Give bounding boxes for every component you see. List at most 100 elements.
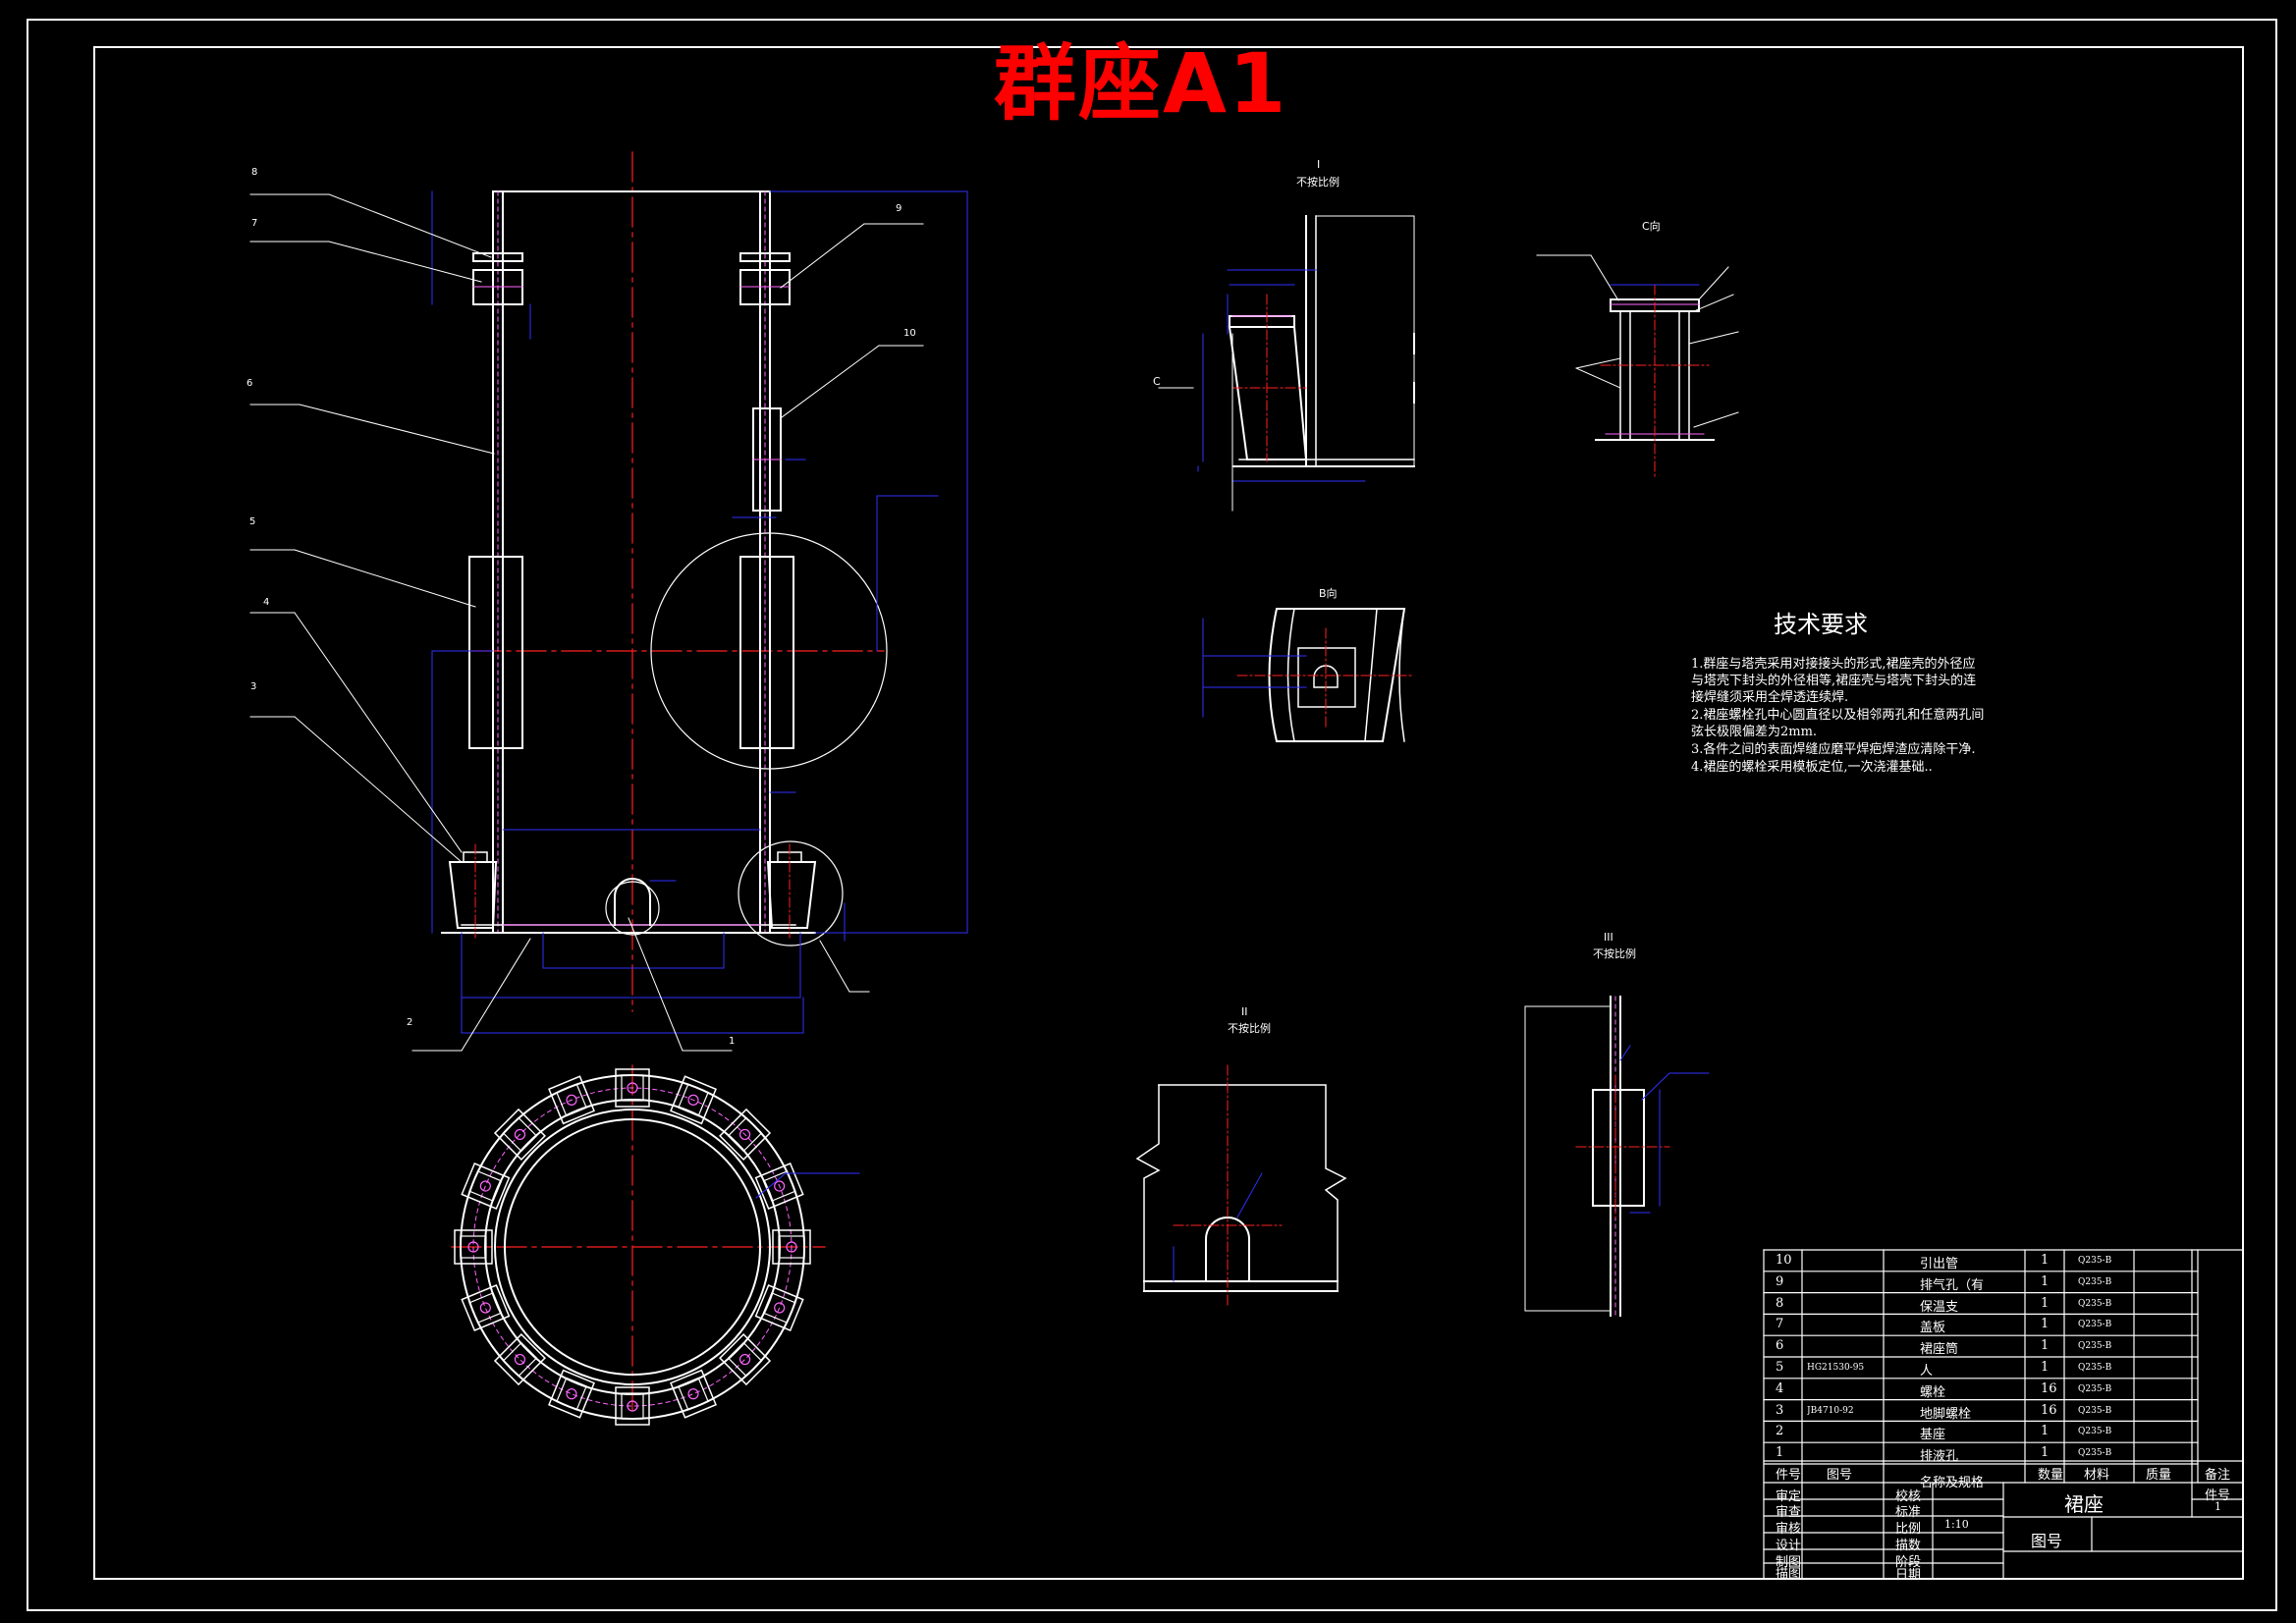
part-number-label: 5 xyxy=(249,516,256,527)
tech-requirements-heading: 技术要求 xyxy=(1774,611,1868,638)
bom-header-mat: 材料 xyxy=(2084,1468,2110,1483)
bom-cell-no: 2 xyxy=(1776,1424,1784,1439)
bom-cell-name: 保温支 xyxy=(1920,1299,1959,1315)
anchor-lug xyxy=(493,1108,546,1161)
title-field: 比例 xyxy=(1895,1522,1922,1537)
bom-cell-qty: 1 xyxy=(2041,1295,2050,1311)
anchor-lug xyxy=(754,1284,804,1331)
detail-iii-note: 不按比例 xyxy=(1593,947,1636,960)
anchor-lug xyxy=(719,1108,772,1161)
title-role: 描图 xyxy=(1776,1567,1802,1582)
tech-requirement-line: 3.各件之间的表面焊缝应磨平焊疤焊渣应清除干净. xyxy=(1691,742,1976,757)
detail-i-view xyxy=(1158,215,1415,512)
view-c-label: C向 xyxy=(1642,220,1661,233)
part-number-label: 4 xyxy=(263,597,270,608)
bom-cell-name: 裙座筒 xyxy=(1920,1342,1959,1358)
part-number-label: 1 xyxy=(729,1036,736,1047)
bom-cell-mat: Q235-B xyxy=(2078,1405,2112,1416)
bom-cell-no: 4 xyxy=(1776,1380,1784,1396)
detail-i-label: I xyxy=(1317,158,1321,171)
drawing-name: 裙座 xyxy=(2064,1492,2104,1516)
tech-requirement-line: 2.裙座螺栓孔中心圆直径以及相邻两孔和任意两孔间 xyxy=(1691,708,1985,723)
bom-header-code: 图号 xyxy=(1827,1468,1853,1483)
title-field: 描数 xyxy=(1895,1539,1922,1553)
part-number-label: 9 xyxy=(896,203,902,214)
bom-cell-mat: Q235-B xyxy=(2078,1256,2112,1266)
view-c xyxy=(1536,254,1739,477)
tech-requirement-line: 1.群座与塔壳采用对接接头的形式,裙座壳的外径应 xyxy=(1691,657,1976,672)
bom-cell-name: 地脚螺栓 xyxy=(1920,1406,1972,1422)
outer-frame xyxy=(27,19,2277,1611)
detail-i-note: 不按比例 xyxy=(1296,176,1339,189)
bom-cell-mat: Q235-B xyxy=(2078,1298,2112,1309)
anchor-lug xyxy=(548,1075,595,1125)
bom-cell-name: 引出管 xyxy=(1920,1257,1959,1271)
tech-requirement-line: 接焊缝须采用全焊透连续焊. xyxy=(1691,690,1849,705)
bom-header-mass: 质量 xyxy=(2146,1468,2172,1483)
anchor-lug xyxy=(454,1229,493,1265)
title-role: 设计 xyxy=(1776,1539,1802,1553)
part-number-label: 6 xyxy=(246,378,253,389)
anchor-lug xyxy=(548,1369,595,1419)
anchor-lug xyxy=(772,1229,811,1265)
bom-table-grid xyxy=(1763,1249,2244,1580)
tech-requirement-line: 弦长极限偏差为2mm. xyxy=(1691,725,1818,739)
detail-ii-view xyxy=(1135,1064,1347,1307)
bom-cell-mat: Q235-B xyxy=(2078,1320,2112,1330)
anchor-lug xyxy=(493,1333,546,1386)
title-field: 校核 xyxy=(1895,1489,1922,1504)
part-number-label: 8 xyxy=(251,167,258,178)
bom-cell-no: 8 xyxy=(1776,1295,1784,1311)
anchor-lug xyxy=(461,1163,511,1210)
bom-cell-mat: Q235-B xyxy=(2078,1448,2112,1459)
detail-ii-label: II xyxy=(1241,1005,1248,1018)
bom-header-name: 名称及规格 xyxy=(1920,1476,1985,1490)
bom-cell-qty: 16 xyxy=(2041,1402,2057,1418)
inner-frame xyxy=(93,46,2244,1580)
bom-cell-code: HG21530-95 xyxy=(1807,1363,1865,1373)
bom-header-no: 件号 xyxy=(1776,1468,1802,1483)
bom-cell-qty: 1 xyxy=(2041,1338,2050,1354)
scale-value: 1:10 xyxy=(1944,1518,1969,1531)
bom-cell-no: 9 xyxy=(1776,1273,1784,1289)
part-number-label: 10 xyxy=(903,328,916,339)
part-no-label: 件号 xyxy=(2205,1488,2231,1503)
view-b-label: B向 xyxy=(1319,587,1338,600)
title-role: 审核 xyxy=(1776,1522,1802,1537)
bom-cell-mat: Q235-B xyxy=(2078,1363,2112,1373)
tech-requirement-line: 4.裙座的螺栓采用模板定位,一次浇灌基础.. xyxy=(1691,760,1933,775)
drawing-no-label: 图号 xyxy=(2031,1532,2063,1550)
part-number-label: 2 xyxy=(407,1017,413,1028)
drawing-title: 群座A1 xyxy=(994,35,1288,132)
plan-view-ring xyxy=(451,1064,860,1426)
bom-cell-no: 5 xyxy=(1776,1360,1784,1375)
part-no-value: 1 xyxy=(2214,1500,2221,1513)
bom-cell-name: 基座 xyxy=(1920,1428,1946,1443)
anchor-lug xyxy=(615,1386,650,1426)
bom-cell-name: 人 xyxy=(1920,1364,1934,1379)
anchor-lug xyxy=(719,1333,772,1386)
bom-cell-name: 螺栓 xyxy=(1920,1384,1946,1400)
bom-cell-qty: 1 xyxy=(2041,1424,2050,1439)
detail-iii-label: III xyxy=(1604,931,1613,944)
part-number-label: 7 xyxy=(251,218,258,229)
bom-cell-qty: 1 xyxy=(2041,1317,2050,1332)
bom-cell-no: 7 xyxy=(1776,1317,1784,1332)
bom-cell-no: 3 xyxy=(1776,1402,1784,1418)
bom-cell-mat: Q235-B xyxy=(2078,1427,2112,1437)
detail-iii-view xyxy=(1524,996,1710,1317)
bom-cell-mat: Q235-B xyxy=(2078,1341,2112,1352)
anchor-lug xyxy=(461,1284,511,1331)
bom-cell-name: 盖板 xyxy=(1920,1321,1946,1336)
view-b xyxy=(1202,608,1415,742)
title-role: 审定 xyxy=(1776,1489,1802,1504)
bom-cell-no: 10 xyxy=(1776,1253,1792,1268)
section-mark-c: C xyxy=(1153,375,1161,388)
bom-cell-no: 1 xyxy=(1776,1445,1784,1461)
bom-cell-qty: 16 xyxy=(2041,1380,2057,1396)
title-field: 阶段 xyxy=(1895,1555,1922,1570)
title-role: 审查 xyxy=(1776,1505,1802,1520)
tech-requirement-line: 与塔壳下封头的外径相等,裙座壳与塔壳下封头的连 xyxy=(1691,674,1977,688)
bom-cell-name: 排液孔 xyxy=(1920,1449,1959,1465)
